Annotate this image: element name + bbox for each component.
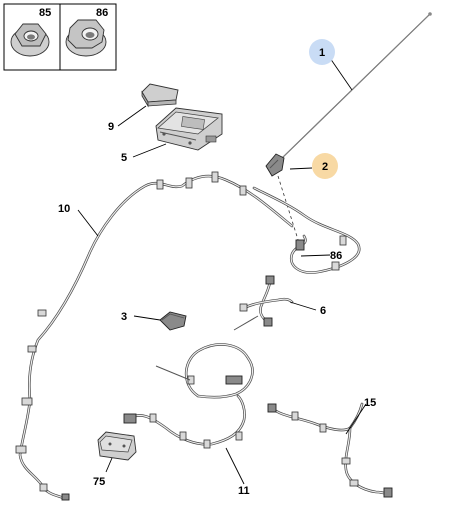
callout-6: 6 <box>320 305 326 317</box>
antenna-cable <box>252 186 361 274</box>
callout-86: 86 <box>330 250 342 262</box>
leader-75 <box>105 457 113 473</box>
callout-5: 5 <box>121 152 127 164</box>
nut-85-icon <box>10 23 50 57</box>
callout-15: 15 <box>364 397 376 409</box>
nut-86-label: 86 <box>96 7 108 19</box>
sensor-3 <box>159 311 187 331</box>
callout-10: 10 <box>58 203 70 215</box>
leader-2 <box>289 167 313 170</box>
callout-badge-2 <box>312 153 338 179</box>
harness-loop <box>155 343 254 399</box>
leader-15 <box>345 403 367 435</box>
leader-10 <box>77 209 99 237</box>
callout-1: 1 <box>319 47 325 59</box>
antenna-mast <box>279 12 432 161</box>
leader-1 <box>329 57 353 91</box>
callout-2: 2 <box>322 161 328 173</box>
module-9 <box>141 83 179 108</box>
harness-10 <box>15 171 294 501</box>
nut-86-icon <box>65 19 107 57</box>
leader-6 <box>289 301 317 311</box>
leader-9 <box>117 105 147 127</box>
callout-9: 9 <box>108 121 114 133</box>
leader-86 <box>300 254 331 257</box>
harness-11 <box>123 394 246 449</box>
callout-75: 75 <box>93 476 105 488</box>
callout-11: 11 <box>238 485 250 497</box>
fastener-inset: 85 86 <box>3 3 117 71</box>
assembly-line <box>277 175 301 247</box>
leader-3 <box>133 315 161 321</box>
antenna-base <box>265 153 285 177</box>
callout-3: 3 <box>121 311 127 323</box>
leader-5 <box>132 143 167 158</box>
nut-85-label: 85 <box>39 7 51 19</box>
module-5 <box>155 107 223 151</box>
harness-15 <box>267 402 393 498</box>
module-75 <box>97 431 137 461</box>
callout-badge-1 <box>309 39 335 65</box>
leader-11 <box>225 447 245 485</box>
harness-6 <box>233 275 294 331</box>
